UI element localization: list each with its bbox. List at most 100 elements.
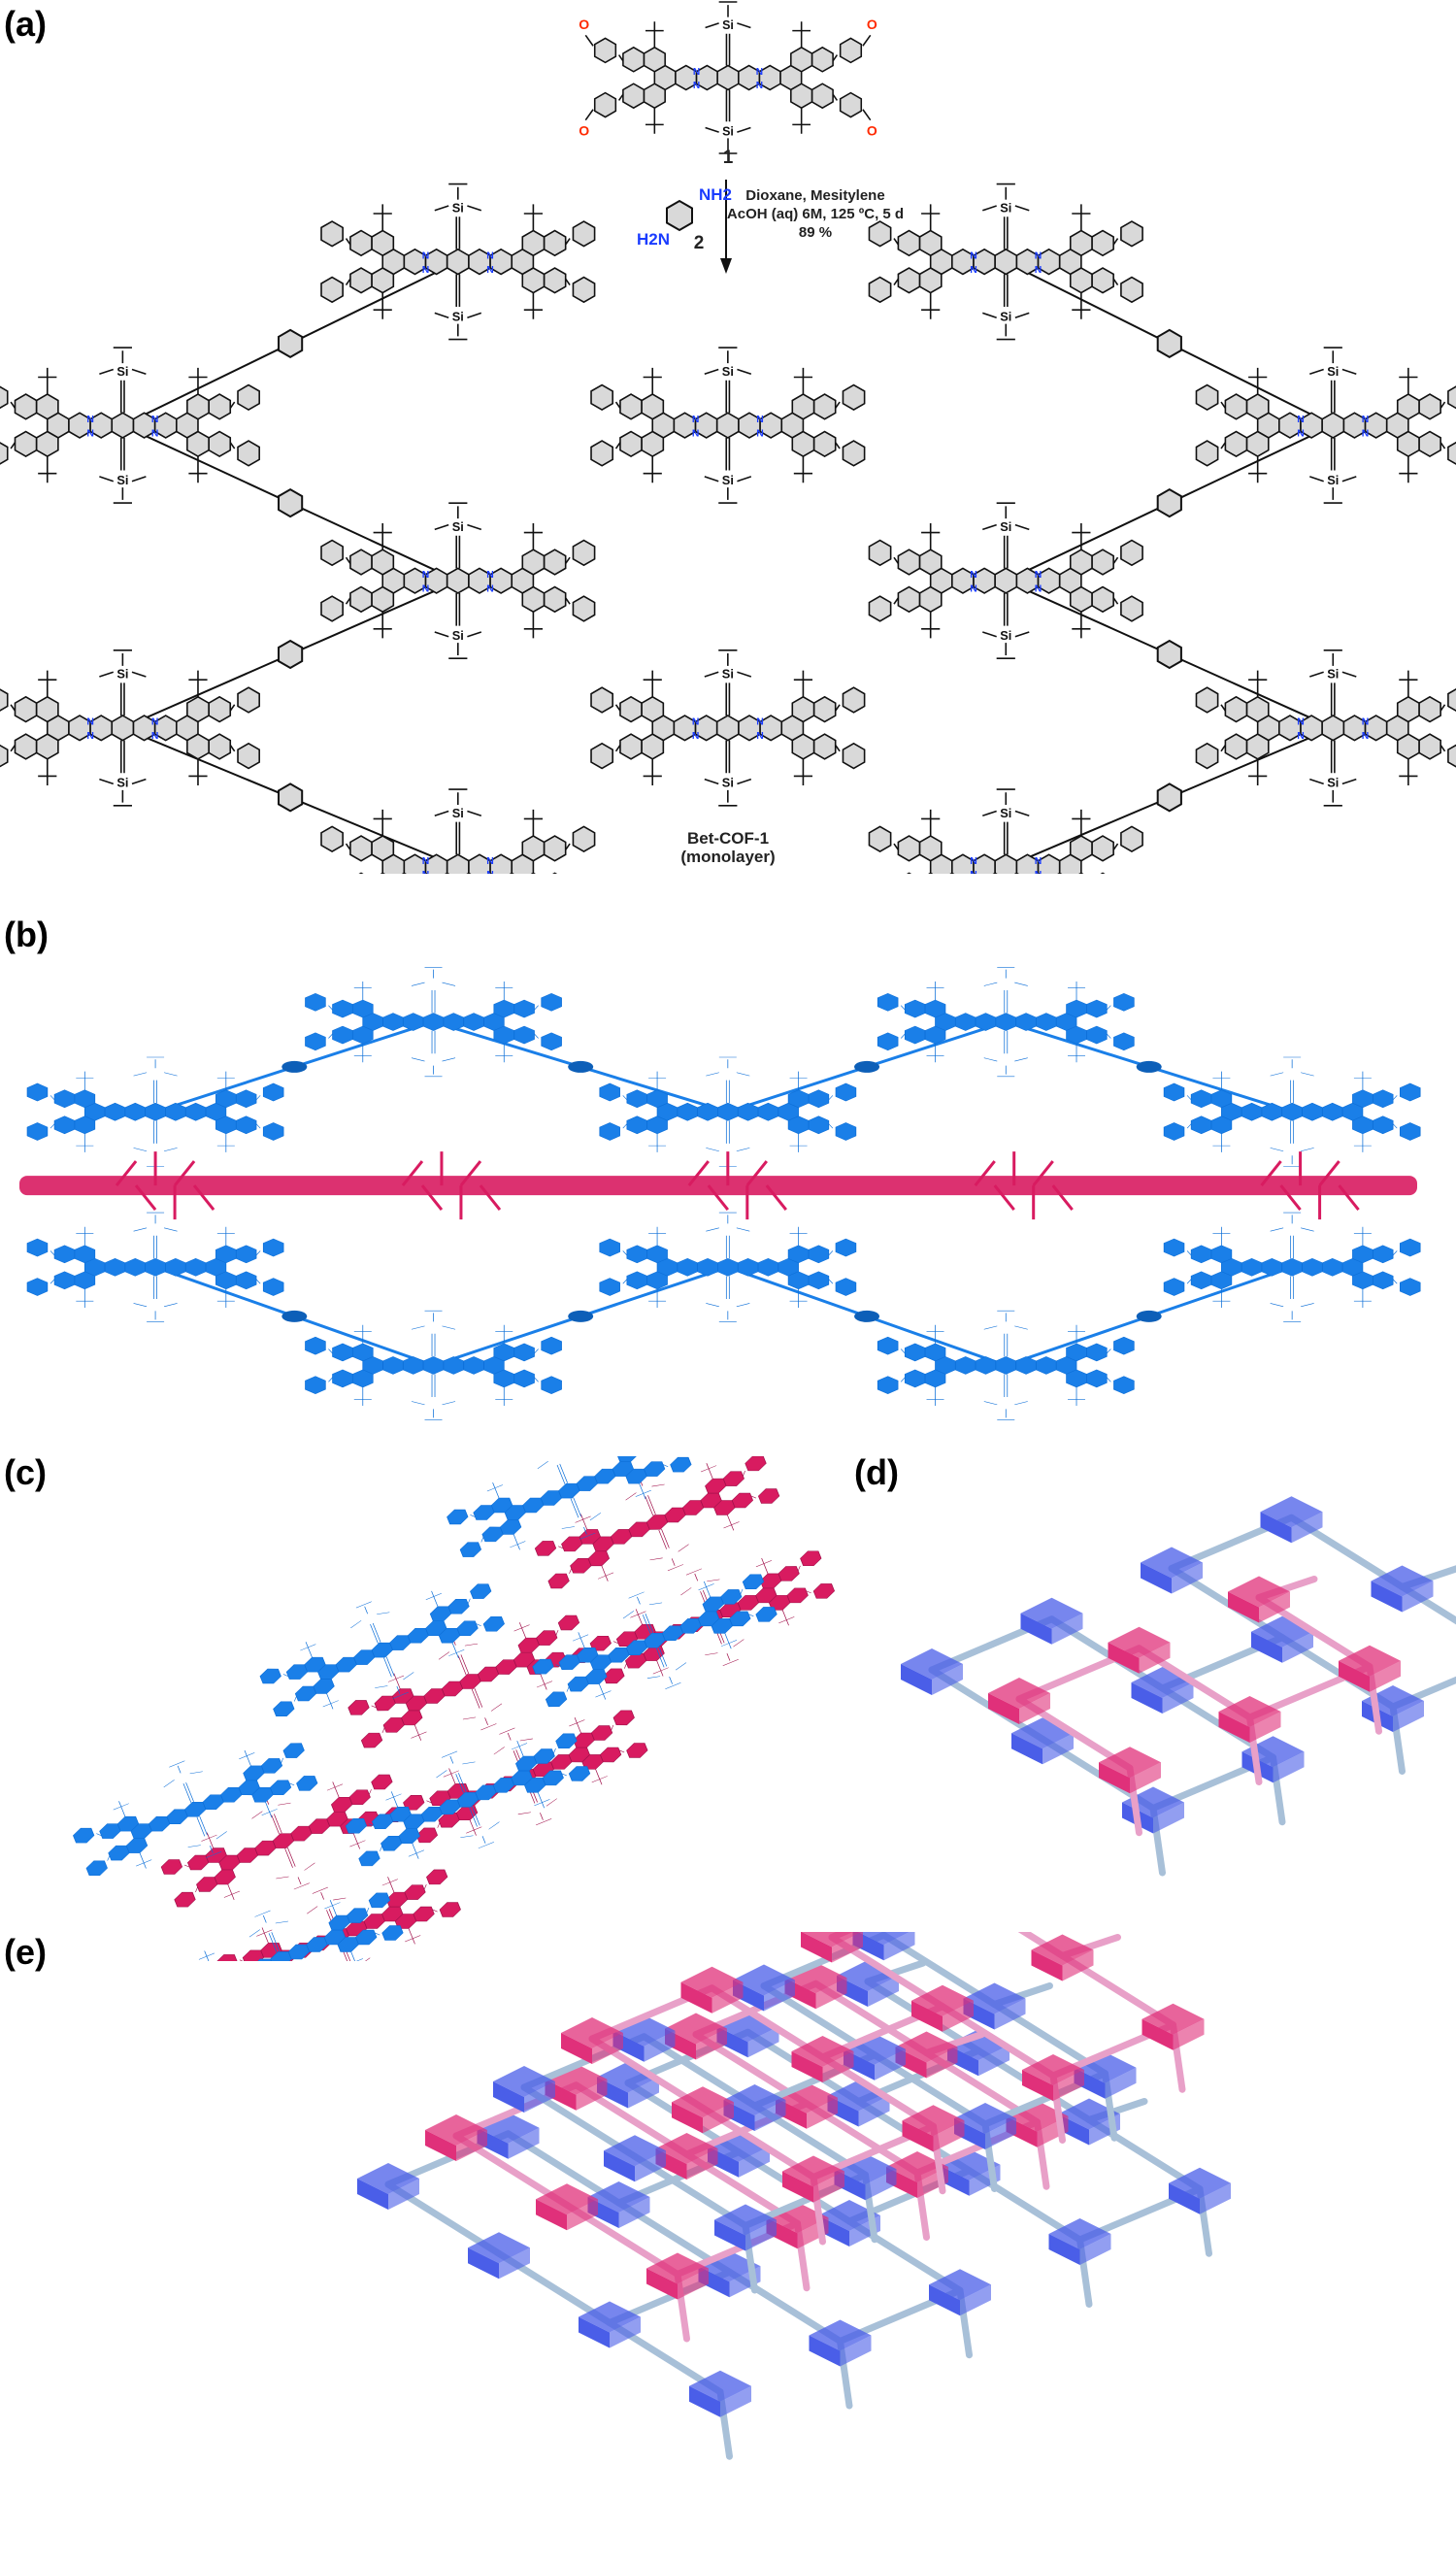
aromatic-ring (1398, 734, 1419, 759)
silicon-atom: Si (116, 473, 128, 487)
aromatic-ring (644, 48, 665, 72)
nitrogen-atom: N (693, 67, 700, 78)
nitrogen-atom: N (1362, 731, 1370, 742)
phenyl-ring (272, 1698, 296, 1719)
alkyne-bond (197, 1816, 208, 1837)
phenyl-ring (600, 1083, 620, 1101)
aromatic-ring (814, 697, 836, 722)
amine-nh2-left: H2N (629, 229, 678, 250)
tbu-group (495, 982, 513, 1000)
bond (585, 35, 593, 46)
phenyl-ring (85, 1857, 110, 1879)
aromatic-ring (54, 1246, 75, 1263)
nitrogen-atom: N (1297, 415, 1305, 425)
isopropyl-groups (531, 1456, 576, 1469)
isopropyl-groups (984, 1402, 1028, 1420)
phenyl-ring (877, 1337, 898, 1354)
tbu-group (645, 21, 664, 48)
alkyne-bond (456, 593, 459, 626)
nitrogen-atom: N (756, 81, 763, 91)
phenyl-ring (869, 826, 890, 851)
phenyl-ring (306, 1377, 326, 1394)
alkyne-bond (456, 216, 459, 250)
aromatic-ring (333, 1000, 353, 1017)
aromatic-ring (372, 587, 393, 613)
tbu-group (1068, 1387, 1085, 1406)
alkyne-bond (726, 1276, 729, 1299)
phenyl-ring (370, 1771, 394, 1792)
nitrogen-atom: N (486, 570, 494, 581)
tbu-group (76, 1227, 93, 1246)
aromatic-ring (627, 1116, 647, 1134)
phenyl-ring (1448, 385, 1456, 411)
tbu-group (794, 368, 812, 394)
tbu-group (790, 1289, 808, 1308)
oxygen-atom: O (579, 17, 589, 32)
layer-node-blue (600, 1057, 856, 1167)
aromatic-ring (464, 1014, 484, 1031)
aromatic-ring (372, 549, 393, 575)
aromatic-ring (642, 734, 663, 759)
aromatic-ring (996, 1356, 1016, 1374)
phenyl-ring (546, 1570, 571, 1591)
alkyne-bond (154, 1236, 157, 1259)
aromatic-ring (1419, 432, 1440, 457)
isopropyl-groups (460, 1822, 505, 1853)
nitrogen-atom: N (1035, 583, 1042, 594)
tbu-group (354, 982, 372, 1000)
tbu-group (374, 810, 392, 836)
phenyl-ring (347, 1697, 371, 1718)
nitrogen-atom: N (756, 731, 764, 742)
aromatic-ring (620, 432, 642, 457)
phenyl-ring (368, 1889, 392, 1911)
nitrogen-atom: N (692, 415, 700, 425)
aromatic-ring (1071, 549, 1092, 575)
phenyl-ring (545, 1688, 569, 1710)
isopropyl-groups (675, 1564, 719, 1595)
aromatic-ring (898, 873, 919, 874)
nitrogen-atom: N (486, 250, 494, 261)
phenyl-ring (836, 1083, 856, 1101)
aromatic-ring (1419, 697, 1440, 722)
alkyne-bond (1291, 1276, 1294, 1299)
tbu-group (1399, 456, 1417, 483)
tbu-group (792, 21, 811, 48)
tbu-group (792, 108, 811, 134)
nitrogen-atom: N (1297, 428, 1305, 439)
phenyl-ring (757, 1485, 781, 1507)
aromatic-ring (372, 231, 393, 256)
aromatic-ring (236, 1246, 256, 1263)
aromatic-ring (627, 1272, 647, 1289)
tbu-group (648, 1227, 666, 1246)
aromatic-ring (166, 1103, 186, 1120)
phenyl-ring (841, 38, 862, 62)
alkyne-bond (645, 1495, 656, 1515)
phenyl-ring (812, 1581, 837, 1602)
aromatic-ring (920, 231, 942, 256)
phenyl-ring (591, 687, 612, 713)
layer-node-blue (27, 1057, 283, 1167)
aromatic-ring (1016, 1014, 1037, 1031)
tbu-group (524, 810, 543, 836)
tbu-group (38, 456, 56, 483)
nitrogen-atom: N (1362, 428, 1370, 439)
aromatic-ring (905, 1370, 925, 1387)
isopropyl-groups (1271, 1303, 1314, 1321)
aromatic-ring (522, 268, 544, 293)
nitrogen-atom: N (86, 717, 94, 728)
panel-d-schematic-bilayer (854, 1456, 1456, 1961)
reaction-conditions: Dioxane, Mesitylene AcOH (aq) 6M, 125 ºC… (723, 186, 908, 242)
aromatic-ring (209, 697, 230, 722)
aromatic-ring (333, 1370, 353, 1387)
tbu-group (921, 810, 940, 836)
aromatic-ring (1225, 432, 1246, 457)
nitrogen-atom: N (756, 415, 764, 425)
aromatic-ring (920, 587, 942, 613)
aromatic-ring (444, 1014, 464, 1031)
tbu-group (1248, 671, 1267, 697)
aromatic-ring (522, 549, 544, 575)
aromatic-ring (350, 836, 372, 861)
